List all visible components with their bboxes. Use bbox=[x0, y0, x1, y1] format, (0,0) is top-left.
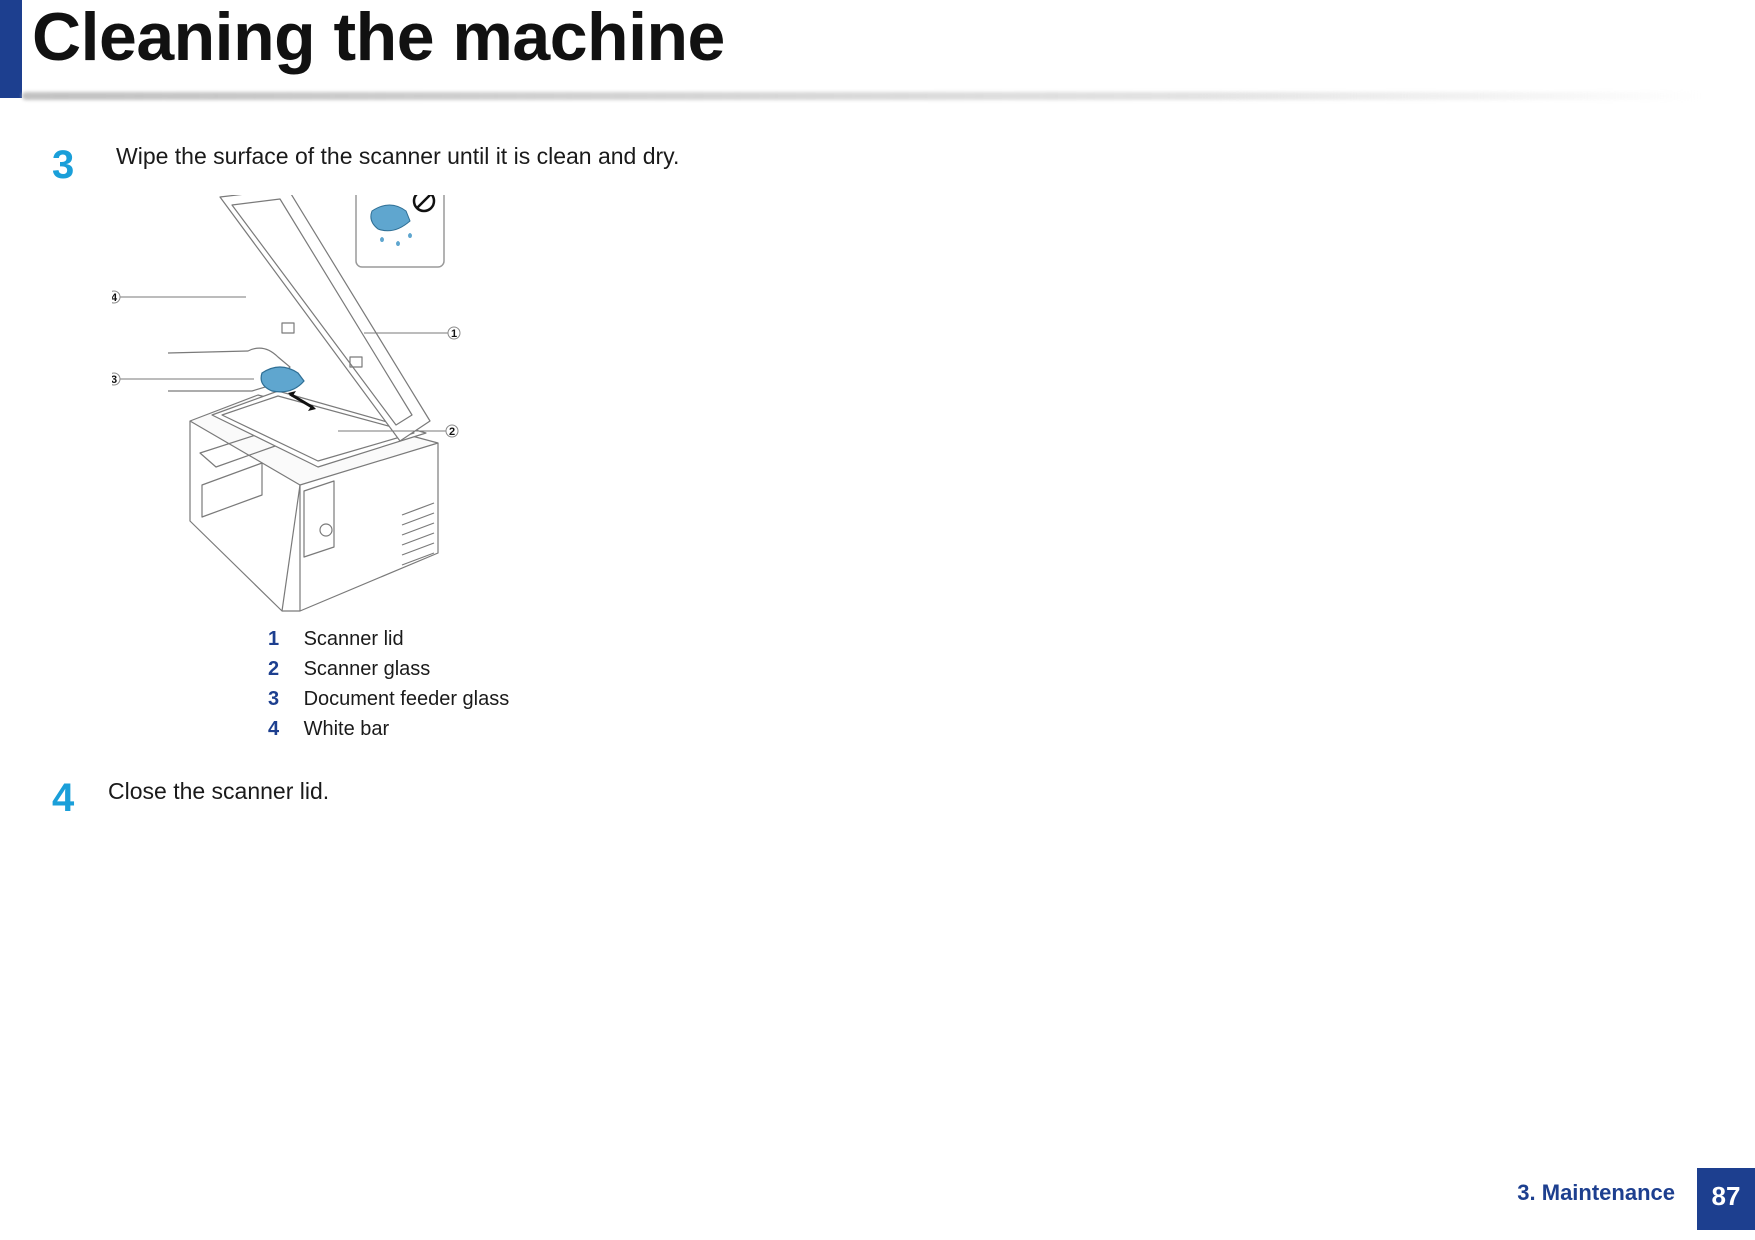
callout-2: 2 bbox=[449, 426, 455, 438]
step-number-3: 3 bbox=[52, 143, 75, 187]
legend-item: 3 Document feeder glass bbox=[268, 688, 509, 718]
page-number-badge: 87 bbox=[1697, 1168, 1755, 1230]
cleaning-cloth bbox=[260, 366, 305, 393]
callout-4: 4 bbox=[112, 292, 118, 304]
legend-label: Document feeder glass bbox=[303, 688, 510, 710]
scanner-cleaning-illustration: 4 3 1 2 bbox=[107, 178, 532, 615]
legend-number: 4 bbox=[268, 718, 280, 740]
legend-label: White bar bbox=[303, 718, 390, 740]
step-number-4: 4 bbox=[52, 776, 75, 820]
title-underline bbox=[22, 92, 1702, 100]
double-arrow-icon bbox=[288, 391, 316, 411]
legend-item: 4 White bar bbox=[268, 718, 509, 748]
page-title: Cleaning the machine bbox=[32, 0, 725, 75]
legend-number: 1 bbox=[268, 628, 280, 650]
legend-item: 1 Scanner lid bbox=[268, 628, 509, 658]
legend-item: 2 Scanner glass bbox=[268, 658, 509, 688]
callout-3: 3 bbox=[112, 374, 117, 386]
footer-section-label: 3. Maintenance bbox=[1517, 1180, 1675, 1205]
legend-number: 2 bbox=[268, 658, 280, 680]
figure-legend: 1 Scanner lid 2 Scanner glass 3 Document… bbox=[268, 628, 509, 748]
step-text-3: Wipe the surface of the scanner until it… bbox=[116, 143, 680, 169]
legend-number: 3 bbox=[268, 688, 280, 710]
title-accent-bar bbox=[0, 0, 22, 98]
legend-label: Scanner lid bbox=[303, 628, 404, 650]
step-text-4: Close the scanner lid. bbox=[108, 778, 330, 804]
callout-1: 1 bbox=[451, 328, 457, 340]
no-wet-cloth-icon bbox=[355, 178, 445, 268]
legend-label: Scanner glass bbox=[303, 658, 431, 680]
